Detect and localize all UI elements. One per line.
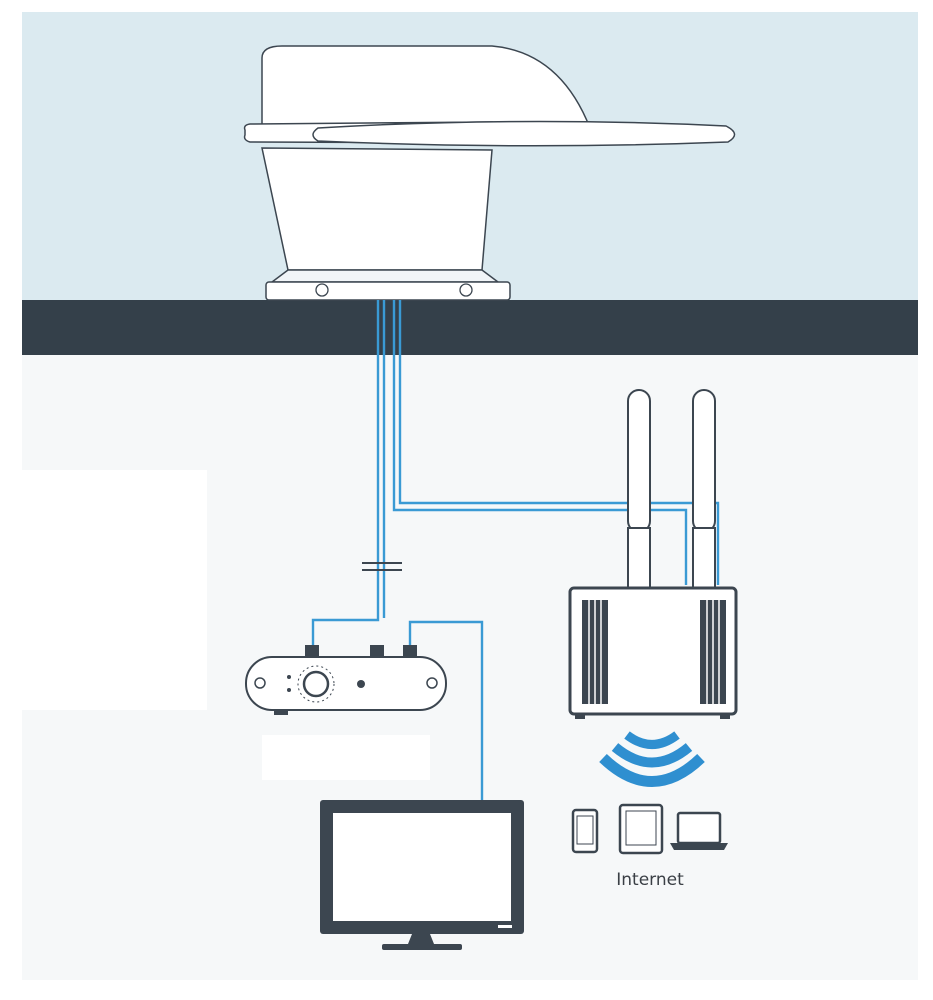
coax-cables xyxy=(311,300,720,800)
tablet xyxy=(618,803,664,855)
control-dial xyxy=(302,670,330,698)
caption-blank xyxy=(262,735,430,780)
cable-splice xyxy=(362,562,402,571)
laptop xyxy=(670,811,728,850)
antenna-dome xyxy=(243,45,736,301)
4g-router xyxy=(568,389,738,719)
smartphone xyxy=(571,808,599,854)
tv-control-unit xyxy=(245,645,447,715)
internet-label: Internet xyxy=(616,870,684,890)
white-panel xyxy=(22,470,207,710)
roof xyxy=(22,300,918,355)
wifi-signal xyxy=(599,731,705,787)
tv-screen xyxy=(320,800,524,950)
